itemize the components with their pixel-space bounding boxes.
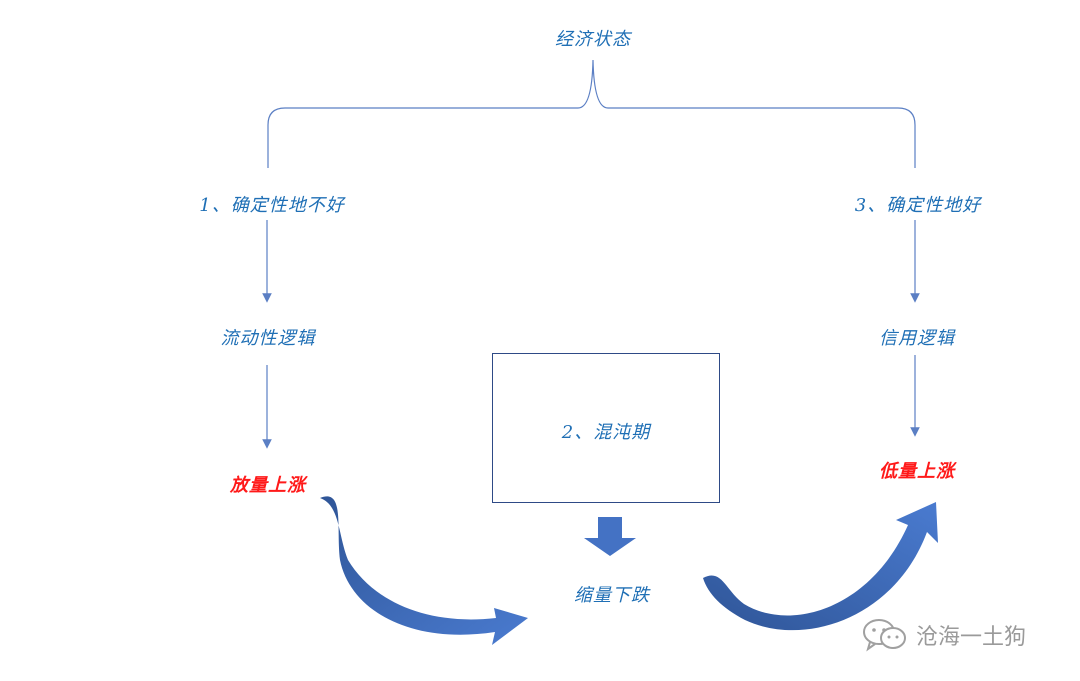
left-result-label: 放量上涨: [230, 475, 306, 496]
middle-branch-label: 2、混沌期: [561, 422, 651, 443]
root-label: 经济状态: [555, 29, 631, 50]
middle-result-label: 缩量下跌: [574, 585, 650, 606]
right-logic-label: 信用逻辑: [879, 328, 955, 349]
left-branch-label: 1、确定性地不好: [199, 195, 345, 216]
middle-down-arrow: [584, 517, 636, 556]
right-result-label: 低量上涨: [879, 461, 955, 482]
left-curved-arrow: [320, 496, 528, 645]
wechat-icon: [863, 619, 906, 652]
watermark: 沧海一土狗: [862, 618, 1026, 652]
left-logic-label: 流动性逻辑: [220, 328, 316, 349]
right-branch-label: 3、确定性地好: [854, 195, 982, 216]
top-brace: [267, 59, 916, 168]
right-curved-arrow: [703, 502, 938, 631]
chaos-period-box: [492, 353, 720, 503]
watermark-text: 沧海一土狗: [916, 625, 1027, 650]
